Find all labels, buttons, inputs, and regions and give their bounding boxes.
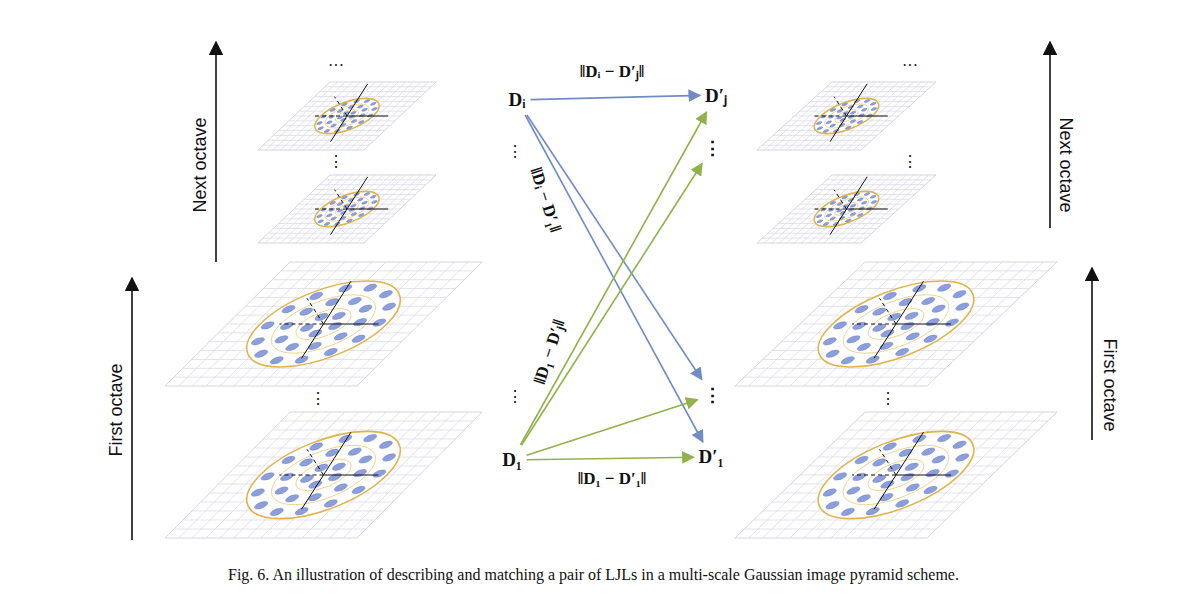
image-plane <box>757 175 936 243</box>
image-plane <box>735 412 1057 538</box>
descriptor-label: Dᵢ <box>508 89 525 110</box>
image-plane <box>258 82 436 150</box>
ellipsis-mark: ⋮ <box>507 389 523 405</box>
image-plane <box>165 412 482 538</box>
ellipsis-mark: ··· <box>328 58 344 74</box>
distance-label: ‖Dᵢ − D′₁‖ <box>525 164 565 237</box>
distance-label: ‖Dᵢ − D′ⱼ‖ <box>578 63 647 82</box>
octave-arrow <box>131 278 133 540</box>
descriptor-node: Dᵢ <box>505 87 528 113</box>
descriptor-node: D₁ <box>499 447 524 473</box>
matching-arrow <box>520 112 706 445</box>
ellipsis-mark: ⋮ <box>902 154 918 170</box>
matching-arrow <box>527 400 698 456</box>
matching-arrow <box>531 95 700 99</box>
ellipsis-mark: ⋮ <box>328 154 344 170</box>
ellipsis-mark: ⋮ <box>507 144 523 160</box>
axis-label: Next octave <box>191 117 209 212</box>
image-plane <box>165 262 482 386</box>
descriptor-label: D′₁ <box>699 446 724 467</box>
ellipsis-mark: ⋮ <box>880 391 896 407</box>
axis-label: First octave <box>1101 338 1119 431</box>
descriptor-label: ⋮ <box>703 385 722 406</box>
distance-label: ‖D₁ − D′ⱼ‖ <box>530 316 570 389</box>
image-plane <box>757 82 936 150</box>
axis-label: First octave <box>107 363 125 456</box>
descriptor-node: ⋮ <box>700 135 725 162</box>
ellipsis-mark: ⋮ <box>310 391 326 407</box>
matching-arrow <box>527 457 694 460</box>
image-plane <box>258 175 436 243</box>
image-plane <box>735 262 1057 386</box>
distance-label: ‖D₁ − D′₁‖ <box>576 470 649 489</box>
matching-arrow <box>522 164 702 446</box>
descriptor-node: D′ⱼ <box>702 80 730 110</box>
octave-arrow <box>1091 268 1093 440</box>
octave-arrow <box>215 42 217 262</box>
descriptor-label: D′ⱼ <box>705 85 727 106</box>
descriptor-node: ⋮ <box>700 382 725 409</box>
descriptor-node: D′₁ <box>696 444 727 470</box>
ellipsis-mark: ··· <box>902 58 918 74</box>
figure-caption: Fig. 6. An illustration of describing an… <box>0 566 1187 584</box>
octave-arrow <box>1049 42 1051 228</box>
descriptor-label: ⋮ <box>703 138 722 159</box>
descriptor-label: D₁ <box>502 449 521 470</box>
axis-label: Next octave <box>1057 117 1075 212</box>
